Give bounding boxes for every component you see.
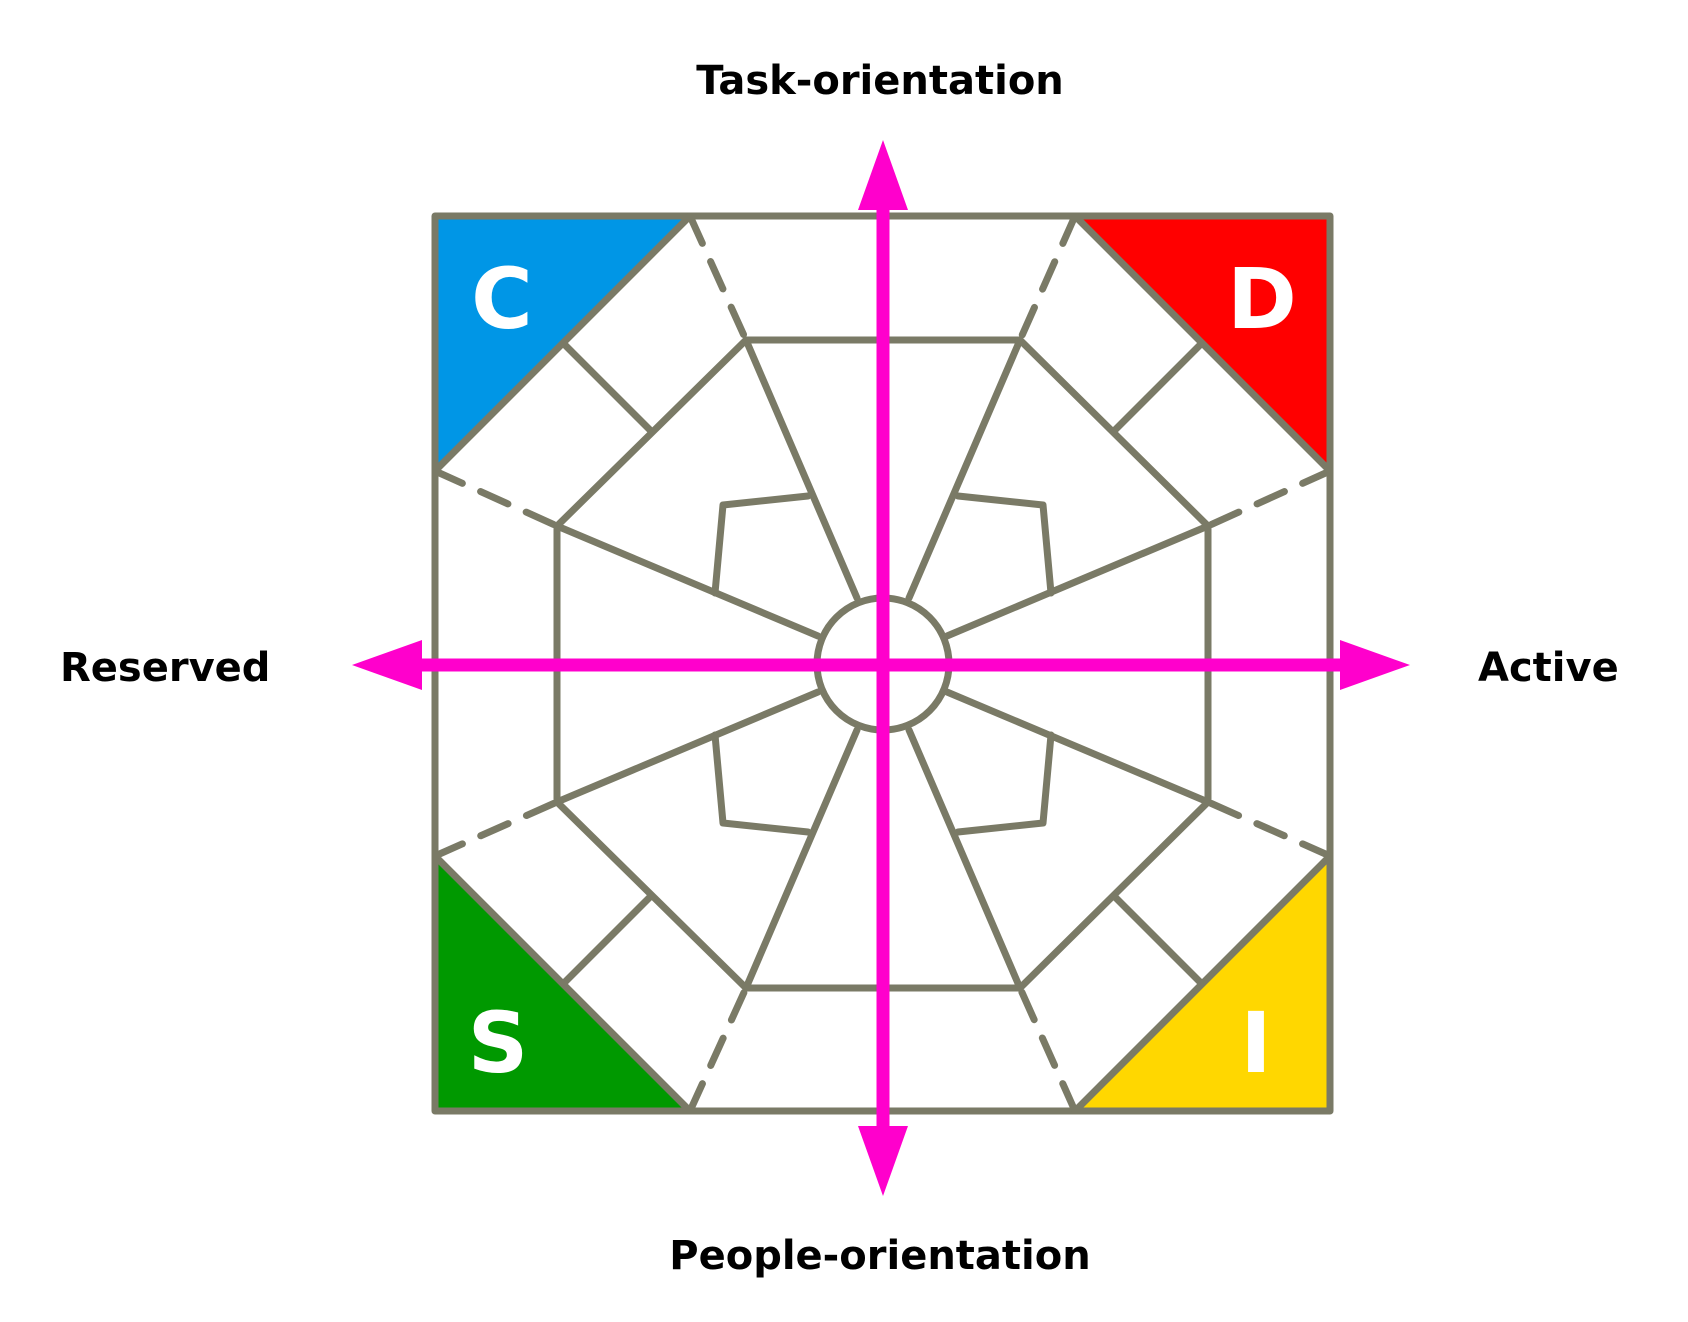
- quadrant-letter-d: D: [1227, 250, 1297, 348]
- axis-label-people-orientation: People-orientation: [669, 1233, 1091, 1279]
- axis-arrows: [352, 140, 1410, 1196]
- arrow-left-head: [352, 640, 422, 690]
- axis-label-active: Active: [1478, 645, 1619, 691]
- axis-label-task-orientation: Task-orientation: [696, 58, 1064, 104]
- quadrant-letter-c: C: [471, 250, 533, 348]
- arrow-right-head: [1340, 640, 1410, 690]
- quadrant-letter-i: I: [1240, 994, 1271, 1092]
- dashed-guides: [431, 212, 1334, 1115]
- arrow-up-head: [858, 140, 908, 210]
- quadrant-letter-s: S: [468, 994, 529, 1092]
- arrow-down-head: [858, 1126, 908, 1196]
- axis-label-reserved: Reserved: [60, 645, 271, 691]
